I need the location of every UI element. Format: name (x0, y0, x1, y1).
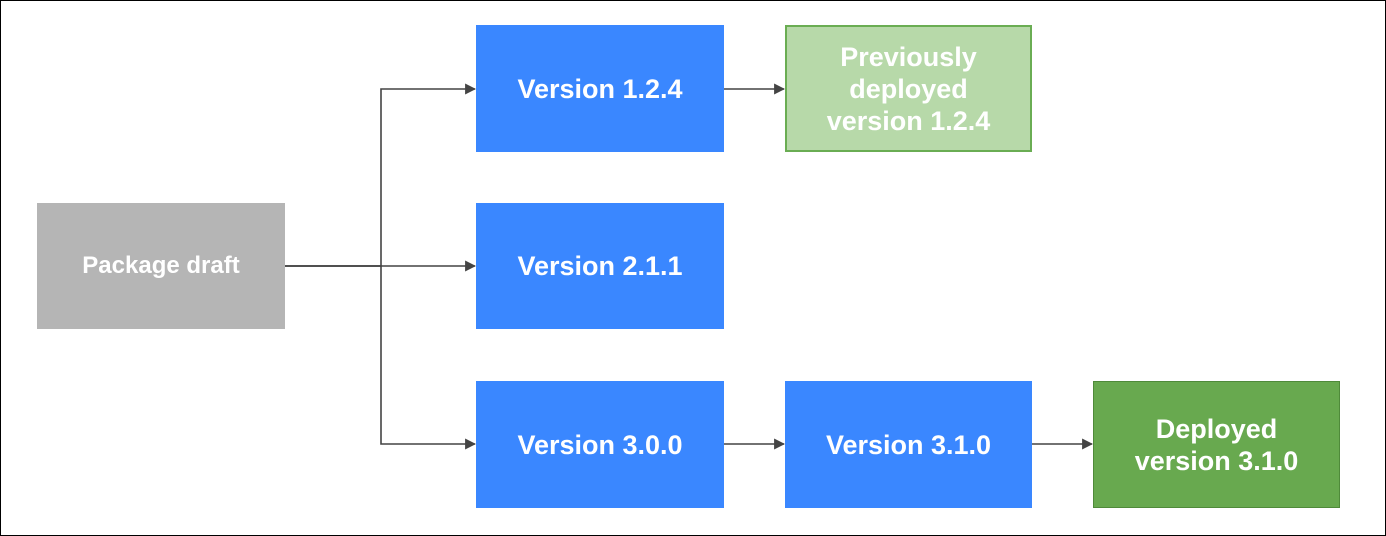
edge-draft-to-v124 (285, 83, 477, 267)
node-deployed: Deployed version 3.1.0 (1093, 381, 1340, 508)
node-package-draft-label: Package draft (82, 252, 240, 279)
node-version-1-2-4-label: Version 1.2.4 (517, 73, 683, 104)
node-version-2-1-1: Version 2.1.1 (476, 203, 724, 329)
node-previously-deployed: Previously deployed version 1.2.4 (785, 25, 1032, 152)
node-version-2-1-1-label: Version 2.1.1 (517, 251, 683, 281)
node-version-1-2-4: Version 1.2.4 (476, 25, 724, 152)
node-version-3-1-0: Version 3.1.0 (785, 381, 1032, 508)
node-version-3-0-0: Version 3.0.0 (476, 381, 724, 508)
node-previously-deployed-label: Previously deployed version 1.2.4 (826, 41, 991, 136)
node-deployed-label: Deployed version 3.1.0 (1134, 413, 1299, 476)
edge-draft-to-v300 (285, 265, 477, 450)
node-version-3-1-0-label: Version 3.1.0 (825, 429, 992, 460)
node-package-draft: Package draft (37, 203, 285, 329)
node-version-3-0-0-label: Version 3.0.0 (517, 429, 683, 460)
